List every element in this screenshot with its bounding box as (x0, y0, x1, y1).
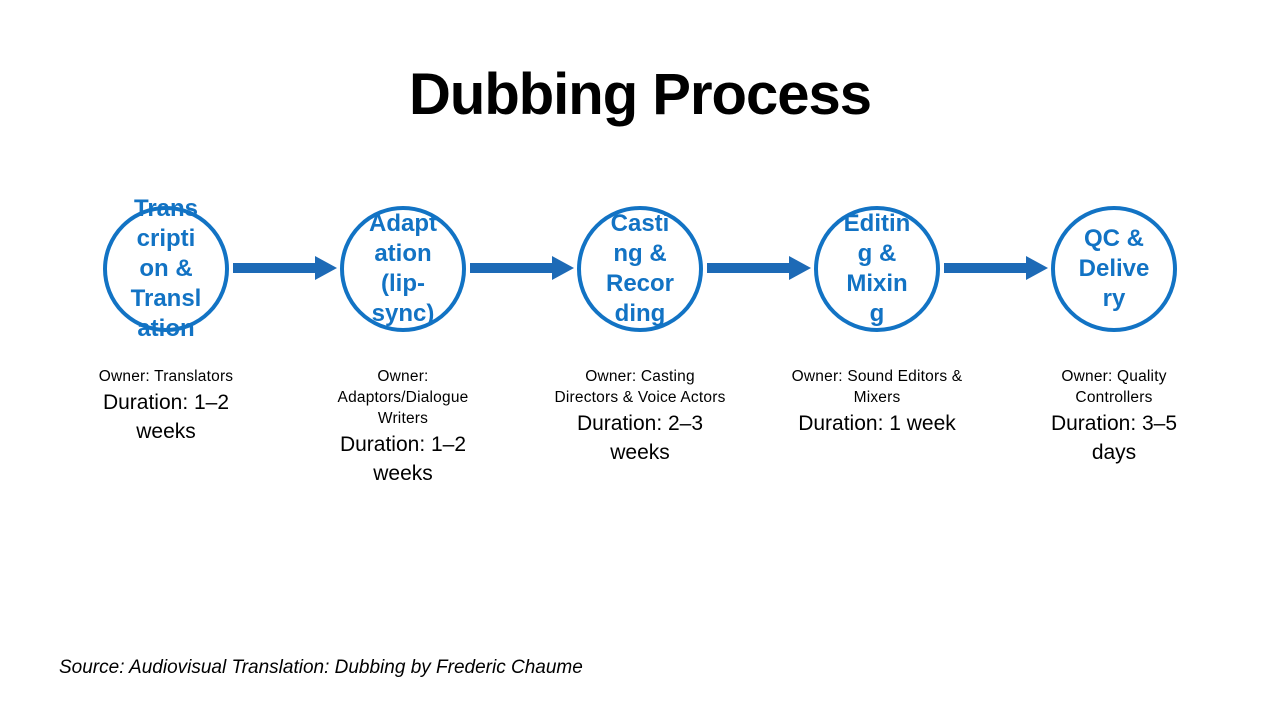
duration-label: Duration: 2–3 weeks (576, 412, 704, 464)
stage-info-casting-recording: Owner: Casting Directors & Voice Actors … (522, 366, 758, 467)
stage-label-transcription-translation: Trans cripti on & Transl ation (130, 195, 202, 342)
circle-qc-delivery (1051, 206, 1177, 332)
arrow-right-icon (315, 256, 337, 280)
owner-label: Owner: Quality Controllers (1061, 368, 1167, 406)
duration-label: Duration: 3–5 days (1050, 412, 1178, 464)
stage-label-adaptation: Adapt ation (lip- sync) (369, 210, 437, 327)
arrow-right-icon (552, 256, 574, 280)
duration-label: Duration: 1 week (798, 412, 956, 435)
stage-info-qc-delivery: Owner: Quality Controllers Duration: 3–5… (996, 366, 1232, 467)
circle-casting-recording (577, 206, 703, 332)
duration-label: Duration: 1–2 weeks (339, 433, 467, 485)
flow-arrow-1 (233, 256, 337, 280)
owner-label: Owner: Sound Editors & Mixers (791, 368, 963, 406)
arrow-shaft (233, 263, 315, 273)
stage-info-editing-mixing: Owner: Sound Editors & Mixers Duration: … (759, 366, 995, 438)
flow-arrow-2 (470, 256, 574, 280)
stage-info-transcription-translation: Owner: Translators Duration: 1–2 weeks (48, 366, 284, 446)
flow-arrow-3 (707, 256, 811, 280)
stage-label-casting-recording: Casti ng & Recor ding (605, 210, 675, 327)
arrow-right-icon (789, 256, 811, 280)
owner-label: Owner: Casting Directors & Voice Actors (554, 368, 726, 406)
duration-label: Duration: 1–2 weeks (102, 391, 230, 443)
owner-label: Owner: Adaptors/Dialogue Writers (337, 368, 469, 427)
arrow-right-icon (1026, 256, 1048, 280)
slide-title: Dubbing Process (409, 62, 872, 127)
arrow-shaft (944, 263, 1026, 273)
stage-label-editing-mixing: Editin g & Mixin g (843, 210, 911, 327)
source-citation: Source: Audiovisual Translation: Dubbing… (59, 657, 583, 678)
flow-arrow-4 (944, 256, 1048, 280)
stage-label-qc-delivery: QC & Delive ry (1078, 225, 1150, 312)
owner-label: Owner: Translators (98, 368, 234, 385)
circle-transcription-translation (103, 206, 229, 332)
arrow-shaft (470, 263, 552, 273)
circle-adaptation (340, 206, 466, 332)
circle-editing-mixing (814, 206, 940, 332)
arrow-shaft (707, 263, 789, 273)
stage-info-adaptation: Owner: Adaptors/Dialogue Writers Duratio… (285, 366, 521, 488)
